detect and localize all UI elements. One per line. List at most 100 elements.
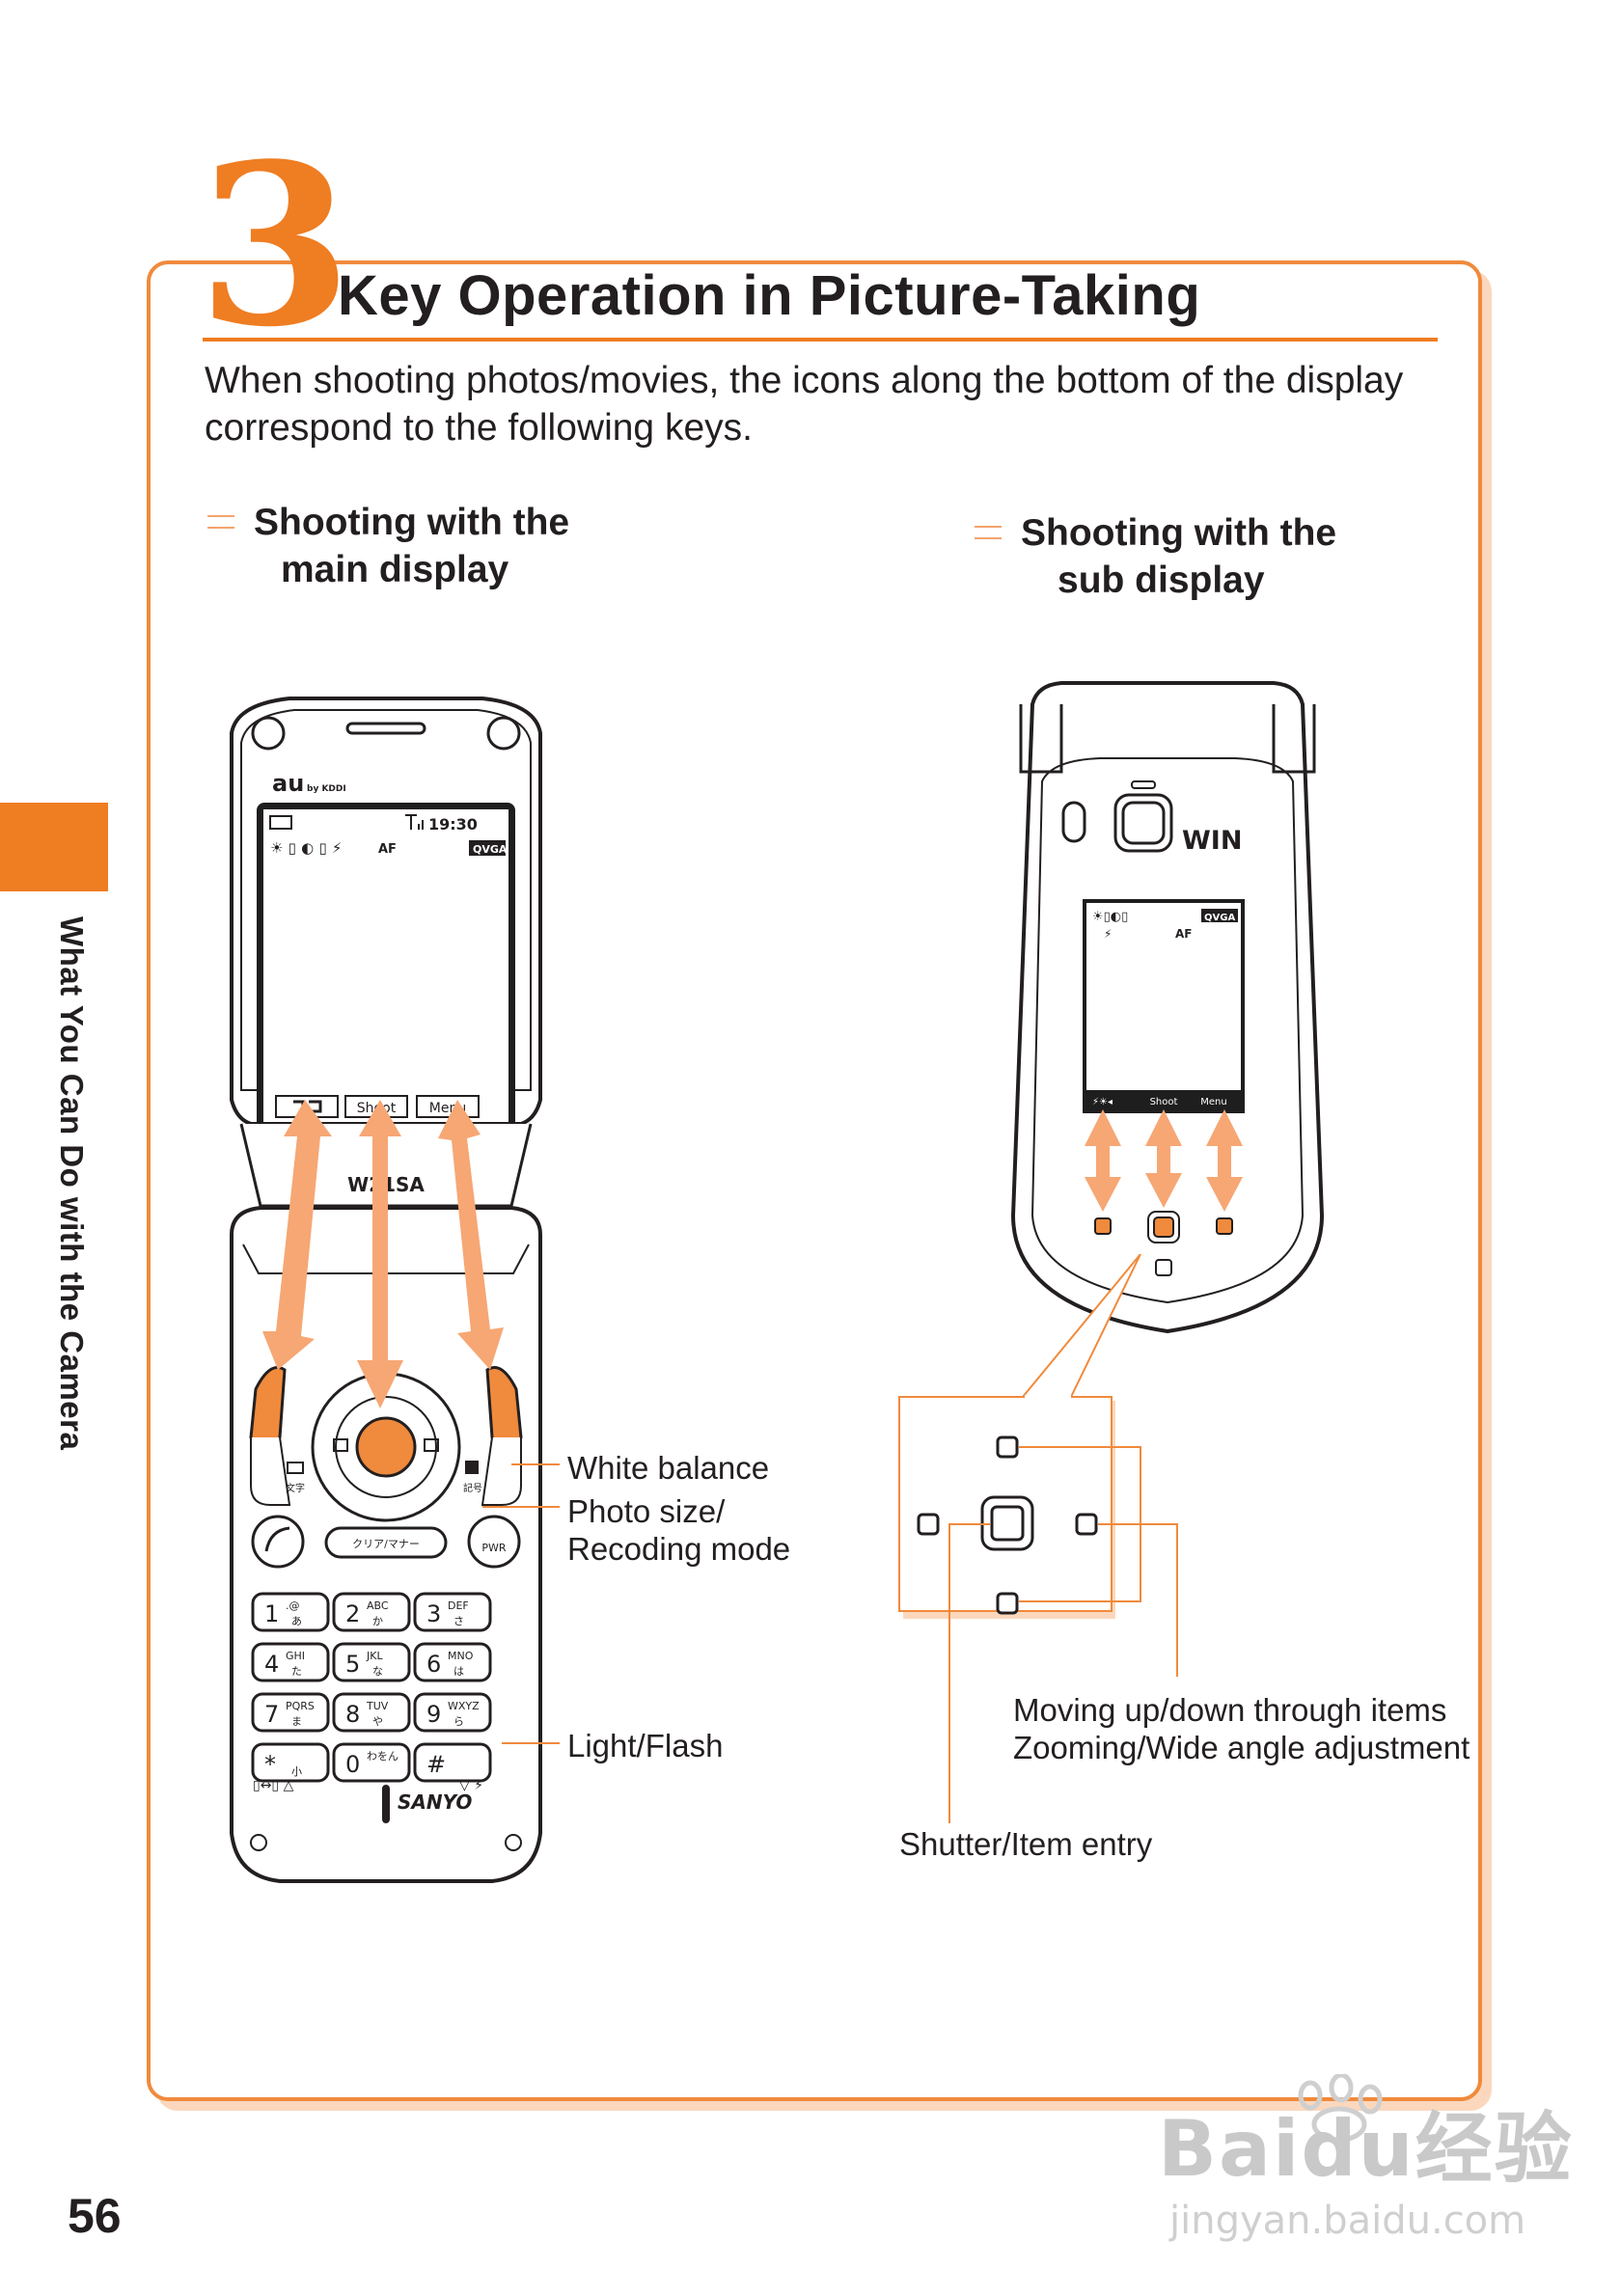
callout-moving-line1: Moving up/down through items — [1013, 1692, 1447, 1728]
keypad-key[interactable] — [251, 1642, 330, 1682]
sub-softkey-left-icon: ⚡☀◂ — [1092, 1097, 1113, 1107]
battery-icon — [269, 815, 292, 830]
sub-left-key[interactable] — [1094, 1217, 1112, 1235]
left-key-label: 文字 — [286, 1482, 305, 1494]
keypad-key[interactable] — [332, 1592, 411, 1632]
keypad-key[interactable] — [251, 1742, 330, 1783]
keypad-letters: DEF — [448, 1599, 469, 1612]
sub-right-key[interactable] — [1216, 1217, 1233, 1235]
zoom-up-key[interactable] — [996, 1435, 1019, 1459]
keypad-key[interactable] — [251, 1592, 330, 1632]
mail-key[interactable] — [250, 1436, 291, 1506]
keypad-digit: # — [426, 1751, 446, 1778]
sub-phone-bezel — [1030, 757, 1305, 1304]
keypad-kana: た — [291, 1665, 302, 1678]
power-key[interactable] — [467, 1515, 521, 1569]
sub-af-indicator: AF — [1175, 927, 1192, 941]
callout-photo-size-line2: Recoding mode — [567, 1531, 791, 1567]
speaker-hole-icon — [251, 716, 286, 751]
sub-display-heading: Shooting with the sub display — [1021, 509, 1336, 604]
af-indicator: AF — [378, 842, 397, 857]
keypad-letters: わをん — [367, 1750, 398, 1763]
sub-center-key[interactable] — [1153, 1216, 1174, 1238]
watermark-brand: Baidu经验 — [1158, 2104, 1574, 2194]
chapter-tab — [0, 803, 108, 891]
ez-icon — [465, 1461, 479, 1474]
keypad-letters: MNO — [448, 1650, 474, 1662]
keypad-key[interactable] — [413, 1642, 492, 1682]
keypad-letters: TUV — [366, 1700, 389, 1712]
sub-arrow-left-icon — [1085, 1109, 1121, 1212]
screw-icon — [250, 1834, 267, 1851]
keypad-kana: か — [372, 1615, 383, 1627]
callout-zooming-line2: Zooming/Wide angle adjustment — [1013, 1730, 1470, 1765]
callout-photo-size-line1: Photo size/ — [567, 1493, 726, 1529]
speaker-hole-icon — [486, 716, 521, 751]
sub-resolution-badge: QVGA — [1204, 913, 1235, 923]
callout-shutter: Shutter/Item entry — [899, 1826, 1153, 1862]
keypad-kana: な — [372, 1665, 383, 1678]
keypad-key[interactable] — [332, 1692, 411, 1733]
maker-label: SANYO — [398, 1790, 472, 1814]
keypad-letters: .@ — [286, 1599, 300, 1612]
sub-display-heading-line1: Shooting with the — [1021, 512, 1337, 554]
screw-icon — [505, 1834, 522, 1851]
sub-softkey-bar — [1086, 1090, 1241, 1109]
callout-photo-size: Photo size/ Recoding mode — [567, 1492, 790, 1568]
keypad-key[interactable] — [251, 1692, 330, 1733]
call-key[interactable] — [251, 1515, 305, 1569]
clock-text: 19:30 — [428, 815, 478, 834]
main-phone-illustration: au by KDDI 19:30 ☀ ▯ ◐ ▯ ⚡ AF QVGA Shoot… — [230, 697, 542, 1883]
page-number: 56 — [68, 2189, 122, 2243]
intro-line-1: When shooting photos/movies, the icons a… — [205, 360, 1404, 401]
zoom-left-key[interactable] — [917, 1513, 940, 1536]
zoom-right-key[interactable] — [1075, 1513, 1098, 1536]
shutter-leader — [948, 1523, 990, 1823]
flash-key-icon: ▽ ⚡ — [459, 1778, 483, 1793]
keypad-digit: 7 — [264, 1701, 279, 1728]
keypad-digit: * — [264, 1751, 276, 1778]
keypad-key[interactable] — [332, 1742, 411, 1783]
chapter-label: What You Can Do with the Camera — [54, 916, 90, 1451]
sub-arrow-center-icon — [1145, 1109, 1182, 1208]
earpiece-icon — [345, 722, 426, 735]
dpad-center-key[interactable] — [355, 1416, 417, 1478]
arrow-center-softkey-icon — [357, 1100, 403, 1408]
keypad-digit: 2 — [345, 1600, 360, 1627]
sub-bottom-key[interactable] — [1155, 1259, 1172, 1276]
keypad-kana: さ — [453, 1615, 464, 1627]
memory-key-icon — [424, 1438, 439, 1452]
baidu-paw-logo-icon — [1298, 2074, 1383, 2142]
callout-moving: Moving up/down through items Zooming/Wid… — [1013, 1691, 1470, 1766]
main-display-heading-line2: main display — [281, 549, 509, 590]
keypad-key[interactable] — [332, 1642, 411, 1682]
section-number: 3 — [198, 116, 353, 376]
keypad-digit: 1 — [264, 1600, 279, 1627]
sub-brand-label: WIN — [1182, 826, 1242, 856]
zoom-center-key[interactable] — [990, 1505, 1025, 1542]
resolution-badge: QVGA — [473, 843, 508, 856]
keypad-kana: ま — [291, 1715, 302, 1728]
title-underline — [203, 338, 1438, 342]
zoom-down-key[interactable] — [996, 1592, 1019, 1615]
ez-key[interactable] — [481, 1436, 522, 1506]
keypad-digit: 4 — [264, 1651, 279, 1678]
call-icon — [264, 1526, 290, 1552]
mail-icon — [287, 1462, 304, 1474]
clear-key[interactable] — [324, 1526, 448, 1559]
keypad-key[interactable] — [413, 1592, 492, 1632]
heading-marker-icon — [207, 515, 234, 529]
keypad-letters: ABC — [367, 1599, 389, 1612]
keypad-key[interactable] — [413, 1692, 492, 1733]
keypad-letters: WXYZ — [448, 1700, 480, 1712]
keypad-key[interactable] — [413, 1742, 492, 1783]
brand-logo: au — [272, 770, 304, 797]
power-key-label: PWR — [481, 1542, 507, 1554]
arrow-left-softkey-icon — [262, 1100, 332, 1370]
section-title: Key Operation in Picture-Taking — [338, 264, 1201, 327]
sub-screen — [1086, 903, 1241, 1109]
keypad-digit: 9 — [426, 1701, 441, 1728]
sensor-icon — [1131, 780, 1156, 789]
keypad-digit: 3 — [426, 1600, 441, 1627]
